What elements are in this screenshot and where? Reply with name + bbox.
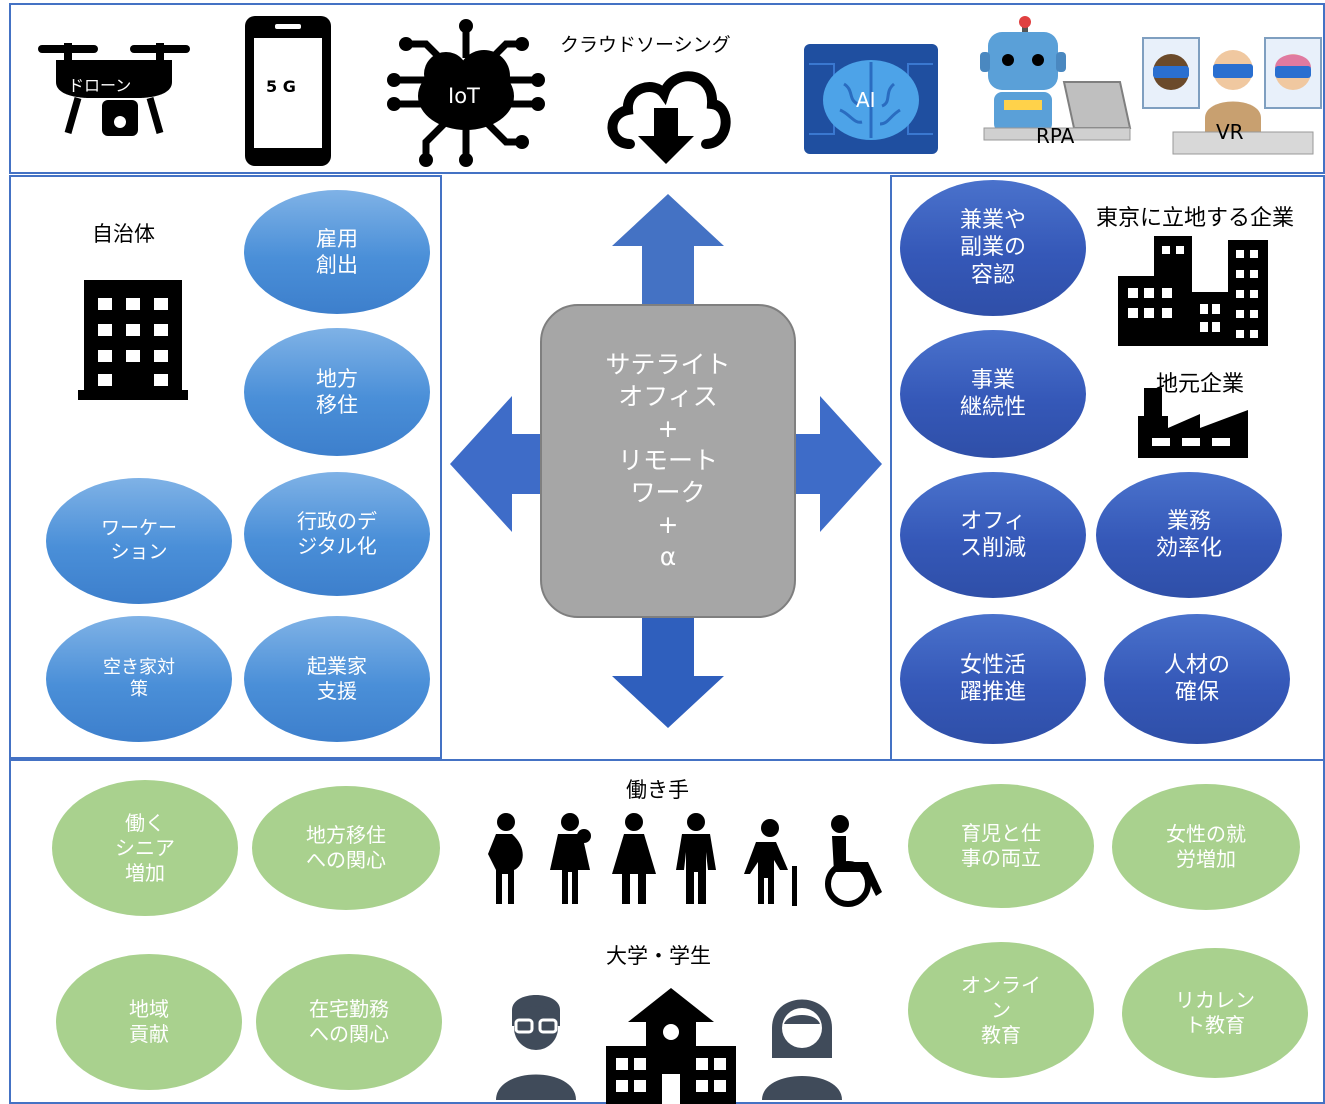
oval-women-employment: 女性の就 労増加	[1112, 784, 1300, 910]
rpa-label: RPA	[1036, 124, 1075, 148]
ai-brain-icon	[804, 44, 938, 154]
oval-online-education: オンライ ン 教育	[908, 942, 1094, 1078]
center-concept-box: サテライト オフィス + リモート ワーク + α	[540, 304, 796, 618]
municipal-building-icon	[78, 280, 188, 400]
phone-5g-icon	[245, 16, 331, 166]
oval-remote-interest: 在宅勤務 への関心	[256, 954, 442, 1090]
oval-side-job: 兼業や 副業の 容認	[900, 180, 1086, 316]
school-building-icon	[606, 988, 736, 1104]
oval-talent: 人材の 確保	[1104, 614, 1290, 744]
tokyo-company-title: 東京に立地する企業	[1096, 206, 1295, 231]
arrow-right-icon	[794, 396, 882, 532]
oval-relocation: 地方 移住	[244, 328, 430, 456]
oval-entrepreneur: 起業家 支援	[244, 616, 430, 742]
male-student-icon	[496, 995, 576, 1100]
local-company-title: 地元企業	[1156, 372, 1245, 397]
oval-childcare-balance: 育児と仕 事の両立	[908, 784, 1094, 908]
arrow-left-icon	[450, 396, 542, 532]
oval-business-continuity: 事業 継続性	[900, 330, 1086, 458]
vr-meeting-icon	[1142, 37, 1322, 155]
oval-working-seniors: 働く シニア 増加	[52, 780, 238, 916]
factory-icon	[1138, 388, 1248, 458]
arrow-up-icon	[612, 194, 724, 304]
drone-label: ドローン	[68, 76, 132, 95]
workers-title: 働き手	[626, 778, 689, 802]
crowdsourcing-label: クラウドソーシング	[560, 34, 731, 56]
university-title: 大学・学生	[606, 944, 711, 968]
oval-job-creation: 雇用 創出	[244, 190, 430, 314]
phone-5g-label: 5 G	[266, 77, 296, 96]
oval-regional-contribution: 地域 貢献	[56, 954, 242, 1090]
oval-digital-gov: 行政のデ ジタル化	[244, 472, 430, 596]
oval-office-reduction: オフィ ス削減	[900, 472, 1086, 598]
iot-label: IoT	[448, 84, 480, 108]
ai-label: AI	[856, 88, 876, 112]
municipality-title: 自治体	[92, 222, 155, 246]
cloud-download-icon	[607, 71, 731, 164]
oval-vacant-house: 空き家対 策	[46, 616, 232, 742]
vr-label: VR	[1216, 120, 1244, 144]
drone-icon	[38, 43, 190, 136]
office-buildings-icon	[1118, 236, 1268, 346]
iot-icon	[387, 19, 545, 167]
rpa-robot-icon	[980, 16, 1132, 141]
arrow-down-icon	[612, 618, 724, 728]
female-student-icon	[762, 999, 842, 1100]
oval-relocation-interest: 地方移住 への関心	[252, 786, 440, 910]
workers-people-icon	[488, 813, 882, 907]
oval-recurrent-education: リカレン ト教育	[1122, 948, 1308, 1078]
oval-women-advancement: 女性活 躍推進	[900, 614, 1086, 744]
oval-workation: ワーケー ション	[46, 478, 232, 604]
oval-efficiency: 業務 効率化	[1096, 472, 1282, 598]
